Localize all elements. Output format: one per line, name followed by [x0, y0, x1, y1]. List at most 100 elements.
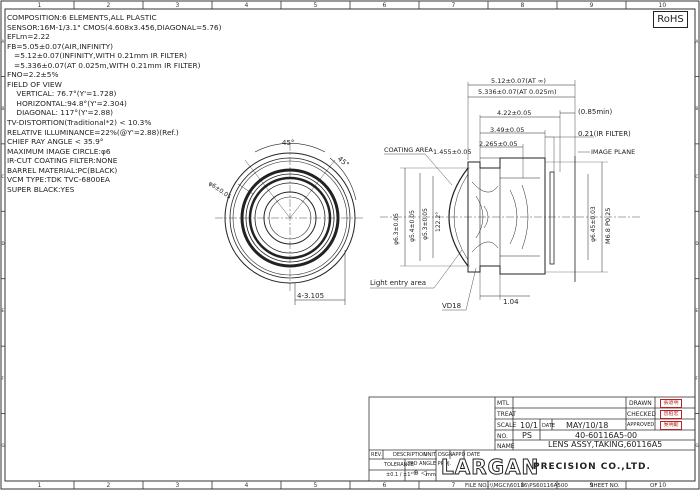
projection-symbol-icon: ⊕ ◁ — [413, 469, 427, 477]
spec-line: MAXIMUM IMAGE CIRCLE:φ6 — [7, 146, 111, 156]
zone-label-column: 9 — [589, 2, 594, 9]
unit-value: mm — [426, 472, 436, 478]
zone-label-column: 2 — [106, 2, 111, 9]
approved-label: APPROVED — [627, 422, 655, 428]
file-number: FILE NO.:\\MGCI\60116\PS60116A500 — [465, 483, 568, 489]
zone-label-column: 8 — [520, 2, 525, 9]
zone-label-column: 7 — [451, 2, 456, 9]
dim-1-04: 1.04 — [503, 298, 519, 306]
zone-label-column: 5 — [313, 482, 318, 489]
scale-value: 10/1 — [520, 421, 538, 430]
spec-line: FIELD OF VIEW — [7, 79, 62, 89]
description-label: DESCRIPTION — [393, 452, 427, 458]
scale-label: SCALE — [497, 422, 517, 429]
tolerance-label: TOLERANCE — [384, 462, 415, 468]
dim-d6-3: φ6.3±0.05 — [393, 213, 400, 245]
treat-label: TREAT — [497, 411, 516, 418]
name-label: NAME — [497, 443, 515, 450]
sheet-number-label: SHEET NO. — [590, 483, 620, 489]
dim-d6-45: φ6.45±0.03 — [590, 206, 597, 242]
date-value: MAY/10/18 — [566, 421, 609, 430]
appd-label: APPD — [452, 452, 466, 458]
zone-label-column: 10 — [658, 482, 667, 489]
zone-label-column: 6 — [382, 482, 387, 489]
no-value: PS — [522, 431, 532, 440]
zone-label-column: 10 — [658, 2, 667, 9]
zone-label-column: 1 — [37, 2, 42, 9]
dim-fb-near: 5.336±0.07(AT 0.025m) — [478, 88, 557, 96]
zone-label-column: 2 — [106, 482, 111, 489]
spec-line: BARREL MATERIAL:PC(BLACK) — [7, 165, 118, 175]
zone-label-row: B — [695, 106, 699, 112]
spec-line: VCM TYPE:TDK TVC-6800EA — [7, 175, 110, 185]
zone-label-column: 8 — [520, 482, 525, 489]
mtl-label: MTL — [497, 400, 510, 407]
dim-2-265: 2.265±0.05 — [479, 140, 518, 148]
zone-label-row: B — [1, 106, 5, 112]
spec-line: FNO=2.2±5% — [7, 70, 59, 80]
projection-label: 3RD ANGLE PROJ. — [407, 461, 452, 467]
dim-0-85: (0.85min) — [578, 108, 613, 116]
unit-label: UNIT — [424, 452, 436, 458]
title-block-frame — [368, 396, 696, 482]
thread-label: M6.8 P0.25 — [604, 207, 612, 244]
image-plane-label: IMAGE PLANE — [591, 148, 636, 156]
no-label: NO. — [497, 433, 508, 440]
dim-1-455: 1.455±0.05 — [433, 148, 472, 156]
zone-label-row: A — [695, 38, 699, 44]
zone-label-row: F — [695, 375, 698, 381]
zone-label-row: G — [695, 443, 699, 449]
spec-line: TV-DISTORTION(Traditional*2) < 10.3% — [7, 118, 152, 128]
dim-3-49: 3.49±0.05 — [490, 126, 525, 134]
tolerance-value: ±0.1 / ±1° — [386, 472, 413, 478]
date-label: DATE — [542, 423, 556, 429]
zone-label-column: 4 — [244, 482, 249, 489]
zone-label-column: 1 — [37, 482, 42, 489]
dim-ir-filter: 0.21(IR FILTER) — [578, 130, 631, 138]
drawn-label: DRAWN — [629, 400, 652, 407]
zone-label-column: 7 — [451, 482, 456, 489]
spec-line: DIAGONAL: 117°(Y'=2.88) — [7, 108, 114, 118]
dim-4-22: 4.22±0.05 — [497, 109, 532, 117]
dsgn-label: DSGN — [438, 452, 453, 458]
front-view — [215, 143, 365, 305]
zone-label-row: C — [1, 173, 5, 179]
checked-label: CHECKED — [627, 411, 657, 418]
date-column-label: DATE — [467, 452, 481, 458]
dim-d5-3: φ5.3±0.05 — [422, 208, 429, 240]
dim-d5-4: φ5.4±0.05 — [409, 210, 416, 242]
spec-line: CHIEF RAY ANGLE < 35.9° — [7, 137, 104, 147]
spec-line: HORIZONTAL:94.8°(Y'=2.304) — [7, 98, 127, 108]
spec-line: =5.336±0.07(AT 0.025m,WITH 0.21mm IR FIL… — [7, 60, 201, 70]
spec-line: FB=5.05±0.07(AIR,INFINITY) — [7, 41, 113, 51]
zone-label-column: 3 — [175, 2, 180, 9]
zone-label-row: A — [1, 38, 5, 44]
rev-label: REV. — [371, 452, 382, 458]
stamp-drawn: 張道明 — [660, 399, 682, 408]
spec-line: VERTICAL: 76.7°(Y'=1.728) — [7, 89, 117, 99]
spec-line: SENSOR:16M-1/3.1" CMOS(4.608x3.456,DIAGO… — [7, 22, 222, 32]
largan-logo: LARGAN — [440, 455, 540, 480]
zone-label-column: 6 — [382, 2, 387, 9]
vd18-label: VD18 — [442, 302, 462, 310]
spec-line: RELATIVE ILLUMINANCE=22%(@Y'=2.88)(Ref.) — [7, 127, 179, 137]
zone-label-row: G — [1, 443, 5, 449]
sheet-number-value: OF — [650, 483, 658, 489]
zone-label-row: F — [1, 375, 4, 381]
spec-line: SUPER BLACK:YES — [7, 184, 75, 194]
pitch-label: 4-3.105 — [297, 292, 325, 300]
rohs-badge: RoHS — [653, 11, 688, 28]
zone-label-row: E — [695, 308, 699, 314]
spec-line: EFLm=2.22 — [7, 32, 50, 42]
zone-label-row: E — [1, 308, 5, 314]
side-view — [370, 80, 640, 311]
zone-label-row: D — [1, 241, 5, 246]
spec-line: IR-CUT COATING FILTER:NONE — [7, 156, 118, 166]
stamp-checked: 曾柏宏 — [660, 410, 682, 419]
angle-label-top: 45° — [282, 139, 295, 147]
drawing-number: 40-60116A5-00 — [575, 431, 638, 440]
zone-label-column: 5 — [313, 2, 318, 9]
spec-line: =5.12±0.07(INFINITY,WITH 0.21mm IR FILTE… — [7, 51, 187, 61]
light-entry-label: Light entry area — [370, 279, 427, 287]
